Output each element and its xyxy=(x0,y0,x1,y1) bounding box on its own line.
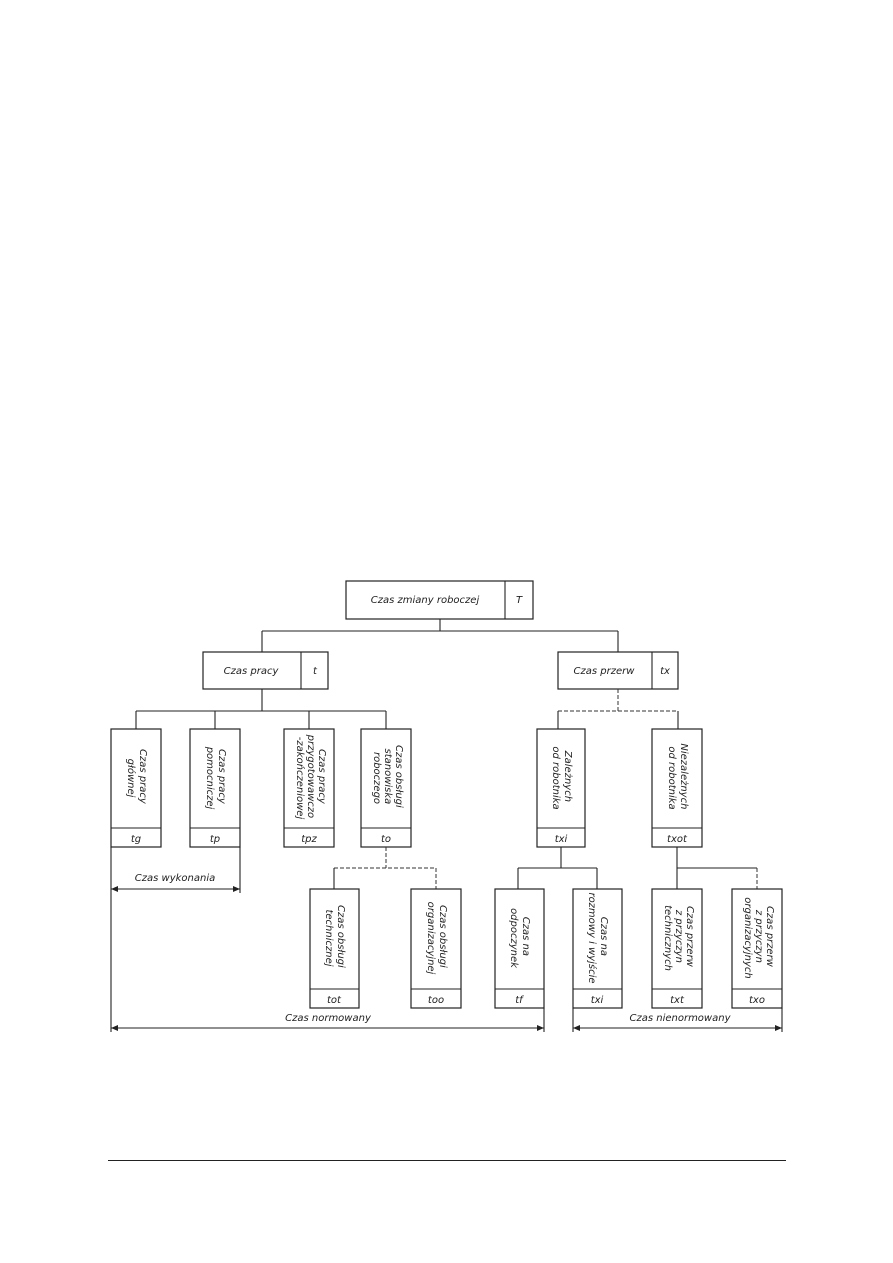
node-main-work-line-1: Czas pracy xyxy=(137,749,148,805)
span-normed-time: Czas normowany xyxy=(110,893,545,1032)
node-workstation-service-line-2: stanowiska xyxy=(382,749,393,805)
node-workstation-service-symbol: to xyxy=(381,834,391,845)
node-workstation-service-line-3: roboczego xyxy=(371,752,382,804)
node-technical-breaks-symbol: txt xyxy=(670,995,685,1006)
node-organizational-breaks-line-3: organizacyjnych xyxy=(742,897,753,978)
node-dependent-line-1: Zależnych xyxy=(562,750,573,802)
span-unnormed-label: Czas nienormowany xyxy=(629,1013,731,1024)
node-workstation-service: Czas obsługi stanowiska roboczego to xyxy=(360,728,412,848)
work-node: Czas pracy t xyxy=(202,651,329,690)
node-talks-line-1: Czas na xyxy=(598,917,609,956)
node-rest-time-line-1: Czas na xyxy=(520,917,531,956)
node-preparatory-work-line-3: -zakończeniowej xyxy=(294,737,306,820)
root-symbol: T xyxy=(516,595,523,606)
node-organizational-breaks-line-1: Czas przerw xyxy=(764,906,775,968)
node-preparatory-work-line-1: Czas pracy xyxy=(316,749,327,805)
node-main-work: Czas pracy głównej tg xyxy=(110,728,162,848)
work-connectors xyxy=(135,689,387,729)
node-rest-time: Czas na odpoczynek tf xyxy=(494,888,545,1009)
node-independent-line-1: Niezależnych xyxy=(678,743,689,809)
root-label: Czas zmiany roboczej xyxy=(371,595,480,606)
node-rest-time-line-2: odpoczynek xyxy=(508,908,519,969)
node-technical-service-line-2: technicznej xyxy=(323,909,334,966)
svg-text:Zależnych od robotnika: Zależnych od robotnika xyxy=(550,746,573,809)
node-main-work-line-2: głównej xyxy=(125,759,137,798)
node-technical-breaks-line-1: Czas przerw xyxy=(684,906,695,968)
node-technical-service: Czas obsługi technicznej tot xyxy=(309,888,360,1009)
node-organizational-breaks-symbol: txo xyxy=(749,995,765,1006)
span-normed-label: Czas normowany xyxy=(285,1013,372,1024)
span-unnormed-time: Czas nienormowany xyxy=(572,1008,783,1032)
node-dependent-on-worker: Zależnych od robotnika txi xyxy=(536,728,586,848)
svg-text:Czas pracy głównej: Czas pracy głównej xyxy=(125,749,148,807)
svg-text:Czas pracy pomocniczej: Czas pracy pomocniczej xyxy=(204,746,227,810)
node-technical-service-line-1: Czas obsługi xyxy=(335,905,346,968)
node-organizational-service-line-2: organizacyjnej xyxy=(425,902,436,975)
node-preparatory-work-line-2: przygotowawczo xyxy=(305,734,316,818)
breaks-connectors xyxy=(557,689,679,729)
svg-text:Czas obsługi organizacyj: Czas obsługi organizacyjnej xyxy=(425,902,448,975)
node-talks-and-exit: Czas na rozmowy i wyjście txi xyxy=(572,888,623,1009)
breaks-node: Czas przerw tx xyxy=(557,651,679,690)
node-preparatory-work: Czas pracy przygotowawczo -zakończeniowe… xyxy=(283,728,335,848)
node-auxiliary-work-line-2: pomocniczej xyxy=(204,746,215,810)
root-connectors xyxy=(261,619,619,652)
node-technical-breaks: Czas przerw z przyczyn technicznych txt xyxy=(651,888,703,1009)
node-preparatory-work-symbol: tpz xyxy=(301,834,317,845)
svg-text:Czas obsługi technicznej: Czas obsługi technicznej xyxy=(323,905,346,971)
node-workstation-service-line-1: Czas obsługi xyxy=(393,745,404,808)
svg-text:Czas przerw z przyczyn: Czas przerw z przyczyn organizacyjnych xyxy=(742,897,775,978)
node-auxiliary-work: Czas pracy pomocniczej tp xyxy=(189,728,241,848)
dependent-connectors xyxy=(517,847,598,889)
svg-text:Niezależnych od robotnik: Niezależnych od robotnika xyxy=(666,743,689,812)
svg-text:Czas na odpoczynek: Czas na odpoczynek xyxy=(508,908,531,969)
svg-text:Czas pracy przygotowawcz: Czas pracy przygotowawczo -zakończeniowe… xyxy=(294,734,327,822)
node-dependent-line-2: od robotnika xyxy=(550,746,561,809)
footer-rule xyxy=(108,1160,786,1161)
breaks-symbol: tx xyxy=(660,666,670,677)
node-main-work-symbol: tg xyxy=(131,834,141,845)
node-organizational-breaks-line-2: z przyczyn xyxy=(753,909,764,963)
root-node: Czas zmiany roboczej T xyxy=(345,580,534,620)
node-talks-symbol: txi xyxy=(591,995,604,1006)
breaks-label: Czas przerw xyxy=(574,666,636,677)
node-rest-time-symbol: tf xyxy=(515,995,524,1006)
node-auxiliary-work-symbol: tp xyxy=(210,834,220,845)
svg-text:Czas na rozmowy i wyjści: Czas na rozmowy i wyjście xyxy=(586,892,609,983)
independent-connectors xyxy=(676,847,758,889)
span-execution-label: Czas wykonania xyxy=(135,873,215,884)
work-symbol: t xyxy=(313,666,318,677)
node-independent-line-2: od robotnika xyxy=(666,746,677,809)
node-independent-of-worker: Niezależnych od robotnika txot xyxy=(651,728,703,848)
node-independent-symbol: txot xyxy=(667,834,688,845)
node-technical-breaks-line-2: z przyczyn xyxy=(673,909,684,963)
service-connectors xyxy=(333,847,437,889)
work-label: Czas pracy xyxy=(224,666,280,677)
node-organizational-service-line-1: Czas obsługi xyxy=(437,905,448,968)
node-talks-line-2: rozmowy i wyjście xyxy=(586,892,598,983)
node-organizational-breaks: Czas przerw z przyczyn organizacyjnych t… xyxy=(731,888,783,1009)
node-organizational-service: Czas obsługi organizacyjnej too xyxy=(410,888,462,1009)
node-organizational-service-symbol: too xyxy=(428,995,444,1006)
node-auxiliary-work-line-1: Czas pracy xyxy=(216,749,227,805)
svg-text:Czas obsługi stanowiska: Czas obsługi stanowiska roboczego xyxy=(371,745,404,811)
svg-text:Czas przerw z przyczyn: Czas przerw z przyczyn technicznych xyxy=(662,905,695,971)
node-dependent-symbol: txi xyxy=(555,834,568,845)
span-execution-time: Czas wykonania xyxy=(110,847,241,893)
node-technical-service-symbol: tot xyxy=(327,995,342,1006)
node-technical-breaks-line-3: technicznych xyxy=(662,905,673,971)
